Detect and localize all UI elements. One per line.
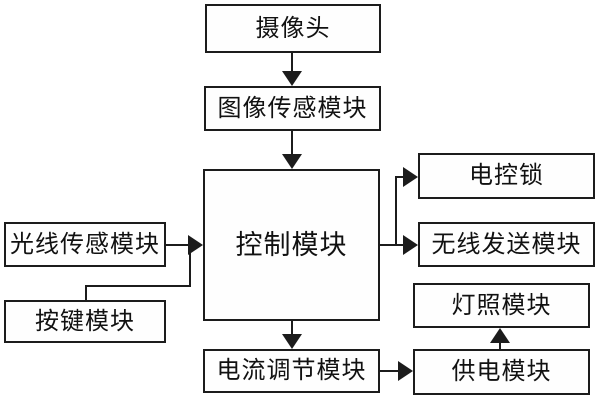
arrow-right-icon bbox=[398, 361, 413, 381]
node-key-button-label: 按键模块 bbox=[35, 308, 135, 335]
edge-branch-to-lock-stub-line bbox=[395, 176, 404, 178]
node-power-supply: 供电模块 bbox=[413, 349, 590, 395]
arrow-down-icon bbox=[282, 154, 302, 169]
edge-key-button-horizontal-line bbox=[85, 285, 191, 287]
arrow-right-icon bbox=[188, 235, 203, 255]
edge-key-button-riser-line bbox=[85, 285, 87, 300]
edge-image-sensor-to-control-line bbox=[291, 131, 293, 155]
edge-branch-to-lock-vertical-line bbox=[395, 176, 397, 246]
edge-camera-to-image-sensor-line bbox=[291, 53, 293, 72]
node-wireless-send-label: 无线发送模块 bbox=[431, 231, 582, 258]
node-current-regulation: 电流调节模块 bbox=[203, 349, 380, 393]
node-electric-lock: 电控锁 bbox=[418, 153, 595, 199]
node-camera-label: 摄像头 bbox=[255, 15, 331, 42]
edge-power-to-lighting-line bbox=[499, 341, 501, 349]
arrow-right-icon bbox=[403, 235, 418, 255]
arrow-down-icon bbox=[282, 334, 302, 349]
node-lighting: 灯照模块 bbox=[413, 283, 590, 328]
node-key-button: 按键模块 bbox=[4, 300, 166, 343]
node-wireless-send: 无线发送模块 bbox=[418, 222, 595, 267]
node-camera: 摄像头 bbox=[205, 4, 381, 53]
node-light-sensor: 光线传感模块 bbox=[4, 222, 166, 267]
node-image-sensor-label: 图像传感模块 bbox=[217, 95, 368, 122]
arrow-right-icon bbox=[403, 167, 418, 187]
node-control-module-label: 控制模块 bbox=[235, 229, 348, 260]
node-electric-lock-label: 电控锁 bbox=[469, 163, 544, 189]
node-control-module: 控制模块 bbox=[203, 169, 380, 321]
node-light-sensor-label: 光线传感模块 bbox=[10, 231, 160, 258]
node-lighting-label: 灯照模块 bbox=[451, 292, 552, 319]
edge-key-button-vertical-join-line bbox=[189, 245, 191, 287]
edge-current-regulation-to-power-line bbox=[380, 370, 399, 372]
node-image-sensor: 图像传感模块 bbox=[204, 86, 381, 131]
edge-light-sensor-to-control-line bbox=[166, 244, 190, 246]
node-current-regulation-label: 电流调节模块 bbox=[216, 358, 367, 384]
node-power-supply-label: 供电模块 bbox=[451, 359, 552, 385]
arrow-up-icon bbox=[490, 328, 510, 343]
edge-control-to-current-regulation-line bbox=[291, 321, 293, 335]
arrow-down-icon bbox=[282, 71, 302, 86]
edge-control-to-wireless-line bbox=[380, 244, 404, 246]
